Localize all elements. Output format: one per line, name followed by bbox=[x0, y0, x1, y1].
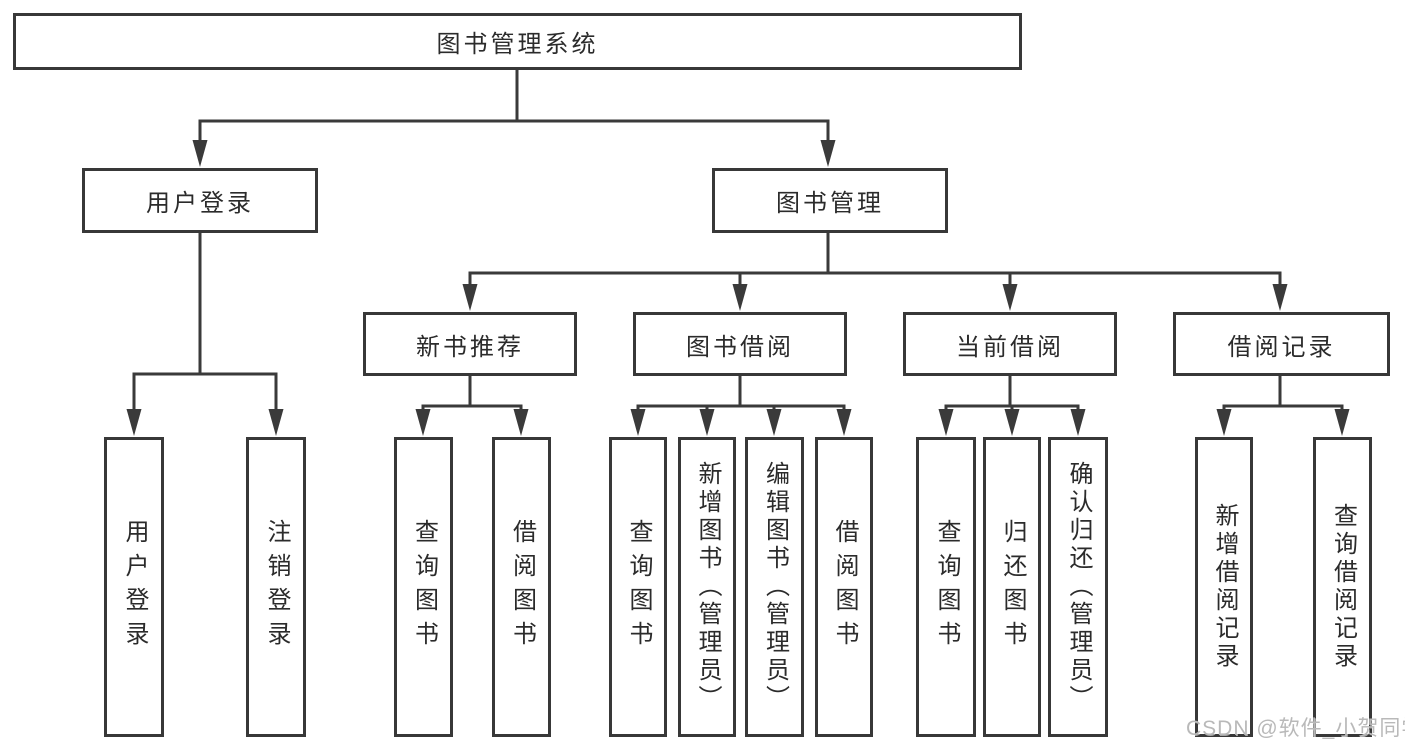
arrowhead bbox=[1002, 284, 1018, 311]
leaf-return-books: 归还图书 bbox=[983, 437, 1041, 737]
arrowhead bbox=[820, 140, 836, 167]
arrowhead bbox=[1070, 409, 1086, 436]
leaf-query-books-newbook: 查询图书 bbox=[394, 437, 453, 737]
node-user-login: 用户登录 bbox=[82, 168, 318, 233]
node-root-system: 图书管理系统 bbox=[13, 13, 1022, 70]
node-new-book-recommendation: 新书推荐 bbox=[363, 312, 577, 376]
leaf-borrow-books-newbook: 借阅图书 bbox=[492, 437, 551, 737]
arrowhead bbox=[938, 409, 954, 436]
arrowhead bbox=[836, 409, 852, 436]
leaf-edit-books-admin: 编辑图书（管理员） bbox=[745, 437, 804, 737]
csdn-watermark: CSDN @软件_小贺同学 bbox=[1186, 717, 1405, 740]
leaf-confirm-return-admin: 确认归还（管理员） bbox=[1048, 437, 1108, 737]
arrowhead bbox=[1272, 284, 1288, 311]
arrowhead bbox=[766, 409, 782, 436]
leaf-borrow-books-borrowing: 借阅图书 bbox=[815, 437, 873, 737]
leaf-query-borrow-record: 查询借阅记录 bbox=[1313, 437, 1372, 737]
arrowhead bbox=[513, 409, 529, 436]
arrowhead bbox=[126, 409, 142, 436]
arrowhead bbox=[268, 409, 284, 436]
arrowhead bbox=[699, 409, 715, 436]
arrowhead bbox=[1004, 409, 1020, 436]
node-book-management: 图书管理 bbox=[712, 168, 948, 233]
arrowhead bbox=[462, 284, 478, 311]
leaf-user-login: 用户登录 bbox=[104, 437, 164, 737]
arrowhead bbox=[415, 409, 431, 436]
node-borrowing-records: 借阅记录 bbox=[1173, 312, 1390, 376]
arrowhead bbox=[1216, 409, 1232, 436]
leaf-add-borrow-record: 新增借阅记录 bbox=[1195, 437, 1253, 737]
leaf-add-books-admin: 新增图书（管理员） bbox=[678, 437, 736, 737]
arrowhead bbox=[1334, 409, 1350, 436]
arrowhead bbox=[630, 409, 646, 436]
leaf-logout: 注销登录 bbox=[246, 437, 306, 737]
arrowhead bbox=[192, 140, 208, 167]
leaf-query-books-borrowing: 查询图书 bbox=[609, 437, 667, 737]
leaf-query-books-current: 查询图书 bbox=[916, 437, 976, 737]
node-book-borrowing: 图书借阅 bbox=[633, 312, 847, 376]
node-current-borrowing: 当前借阅 bbox=[903, 312, 1117, 376]
arrowhead bbox=[732, 284, 748, 311]
